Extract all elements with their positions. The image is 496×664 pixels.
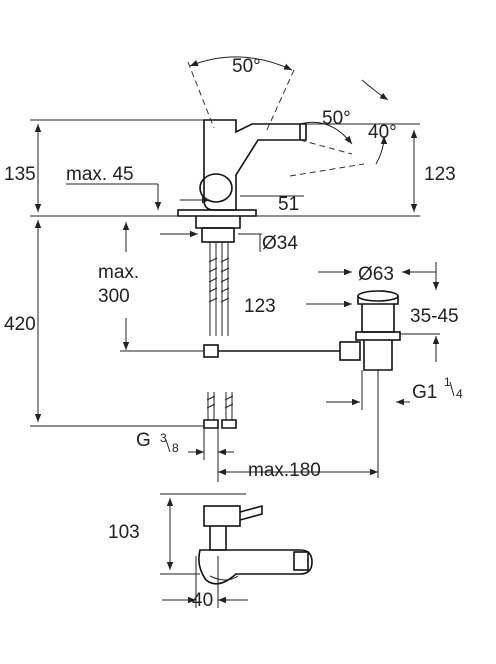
hose-lower-braid: [206, 395, 234, 409]
drain-tail: [363, 340, 393, 371]
label-max-300-line2: 300: [98, 286, 130, 307]
label-diameter-63: Ø63: [358, 264, 394, 285]
base-plate: [177, 209, 257, 217]
label-angle-top: 50°: [232, 56, 261, 77]
label-angle-far: 40°: [368, 122, 397, 143]
hose-mid: [209, 312, 229, 336]
label-thread-g1-sup: 1: [444, 375, 451, 389]
supply-hoses: [203, 242, 340, 429]
label-height-123-right: 123: [424, 164, 456, 185]
spout-tip: [300, 123, 307, 141]
label-angle-right: 50°: [322, 108, 351, 129]
spout-swing-dashed-2: [299, 139, 353, 155]
label-thread-g1: G1: [412, 382, 437, 403]
g1-fraction-slash: [449, 381, 455, 397]
label-thread-g1-sub: 4: [456, 387, 463, 401]
top-body-curve: [209, 575, 239, 581]
label-thread-g-sub: 8: [172, 441, 179, 455]
mount-flange: [195, 216, 241, 229]
top-spout-tip: [293, 551, 309, 571]
label-dim-123: 123: [244, 296, 276, 317]
hose-right-braid: [220, 257, 230, 303]
label-range-35-45: 35-45: [410, 306, 459, 327]
faucet-bottom-view: [198, 504, 313, 585]
handle-swing-dashed-2: [265, 69, 295, 133]
label-height-103: 103: [108, 522, 140, 543]
top-handle-block: [203, 505, 241, 527]
hose-left-braid: [208, 257, 218, 303]
label-thread-g: G: [136, 430, 151, 451]
handle-ring: [199, 173, 233, 203]
top-body-outline: [198, 549, 313, 585]
label-diameter-34: Ø34: [262, 233, 298, 254]
g-fraction-slash: [165, 439, 171, 453]
angle-arc-far-1: [361, 79, 389, 101]
hose-end-fittings: [203, 419, 237, 429]
label-dim-51: 51: [278, 194, 299, 215]
drain-nut: [355, 331, 401, 341]
waste-drain: [339, 290, 401, 371]
drain-flange: [357, 296, 399, 305]
label-max-180: max.180: [248, 460, 321, 481]
drain-body: [361, 304, 395, 333]
hose-lower: [207, 392, 233, 420]
drain-cap: [357, 290, 399, 302]
top-stem: [209, 526, 227, 551]
label-width-40: 40: [192, 590, 213, 611]
angle-arc-right: [299, 121, 353, 145]
drain-lever-housing: [339, 341, 361, 361]
label-thread-g-sup: 3: [160, 431, 167, 445]
label-height-420: 420: [4, 314, 36, 335]
dimension-labels: 50° 50° 40° 135 max. 45 123 51 Ø34 max. …: [4, 56, 463, 611]
handle-swing-dashed: [187, 61, 215, 129]
label-max-45: max. 45: [66, 164, 134, 185]
dimension-lines: [30, 119, 440, 608]
spout-swing-dashed: [289, 163, 365, 177]
angle-arc-far-2: [375, 135, 388, 165]
top-handle-lever: [239, 504, 263, 521]
label-height-135: 135: [4, 164, 36, 185]
label-max-300-line1: max.: [98, 262, 139, 283]
rod-clamp: [203, 344, 219, 358]
mount-nut: [201, 227, 235, 243]
angle-arc-top: [189, 56, 293, 71]
